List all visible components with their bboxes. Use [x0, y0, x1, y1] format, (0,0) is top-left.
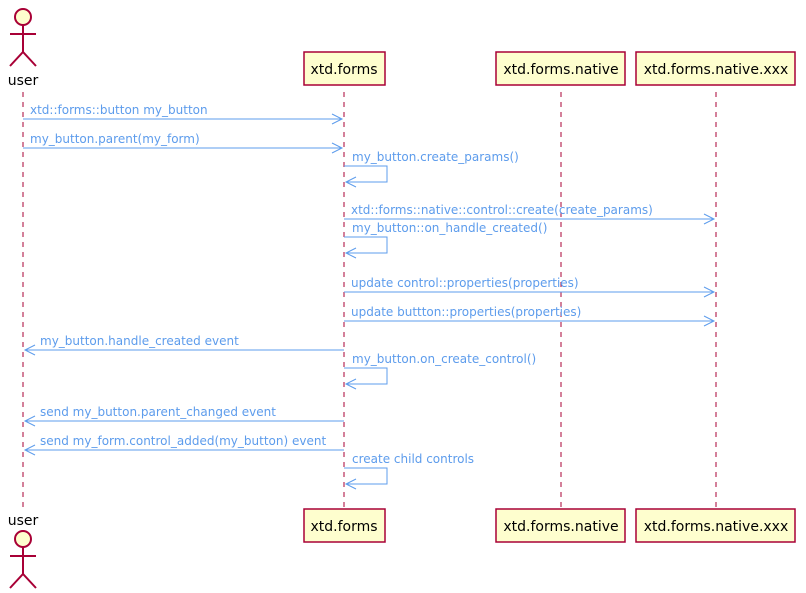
- actor-user-top: user: [8, 8, 39, 89]
- message-label: my_button.create_params(): [352, 150, 519, 164]
- actor-user-top-label: user: [8, 73, 39, 89]
- participant-xtd-forms-top: xtd.forms: [303, 51, 386, 86]
- message-label: my_button.on_create_control(): [352, 352, 536, 366]
- message-8: my_button.handle_created event: [23, 334, 344, 356]
- arrow-head-icon: [344, 378, 357, 390]
- message-11: send my_form.control_added(my_button) ev…: [23, 434, 344, 456]
- message-2: my_button.parent(my_form): [23, 132, 344, 154]
- message-label: xtd::forms::button my_button: [30, 103, 208, 117]
- participant-label: xtd.forms.native.xxx: [644, 519, 789, 535]
- participant-label: xtd.forms: [310, 62, 377, 78]
- arrow-head-icon: [331, 142, 344, 154]
- arrow-head-icon: [23, 444, 36, 456]
- message-7: update buttton::properties(properties): [344, 305, 716, 327]
- participant-xtd-forms-native-xxx-top: xtd.forms.native.xxx: [635, 51, 796, 86]
- message-self-arrow: [344, 236, 388, 254]
- arrow-head-icon: [703, 286, 716, 298]
- message-5: my_button::on_handle_created(): [344, 221, 547, 259]
- arrow-head-icon: [331, 113, 344, 125]
- message-12: create child controls: [344, 452, 474, 490]
- message-label: update control::properties(properties): [351, 276, 579, 290]
- participant-label: xtd.forms.native: [503, 62, 618, 78]
- arrow-head-icon: [344, 247, 357, 259]
- message-3: my_button.create_params(): [344, 150, 519, 188]
- actor-head-icon: [14, 530, 32, 548]
- participant-xtd-forms-native-top: xtd.forms.native: [495, 51, 626, 86]
- message-label: my_button.parent(my_form): [30, 132, 200, 146]
- arrow-head-icon: [23, 344, 36, 356]
- message-self-arrow: [344, 367, 388, 385]
- arrow-head-icon: [703, 315, 716, 327]
- message-4: xtd::forms::native::control::create(crea…: [344, 203, 716, 225]
- arrow-head-icon: [344, 478, 357, 490]
- message-label: my_button.handle_created event: [40, 334, 239, 348]
- participant-xtd-forms-native-bottom: xtd.forms.native: [495, 508, 626, 543]
- participant-xtd-forms-bottom: xtd.forms: [303, 508, 386, 543]
- message-10: send my_button.parent_changed event: [23, 405, 344, 427]
- participant-label: xtd.forms.native: [503, 519, 618, 535]
- message-self-arrow: [344, 165, 388, 183]
- message-label: create child controls: [352, 452, 474, 466]
- message-label: xtd::forms::native::control::create(crea…: [351, 203, 653, 217]
- message-label: update buttton::properties(properties): [351, 305, 581, 319]
- messages: xtd::forms::button my_buttonmy_button.pa…: [23, 103, 716, 490]
- arrow-head-icon: [344, 176, 357, 188]
- participant-xtd-forms-native-xxx-bottom: xtd.forms.native.xxx: [635, 508, 796, 543]
- message-self-arrow: [344, 467, 388, 485]
- message-label: send my_form.control_added(my_button) ev…: [40, 434, 326, 448]
- participant-label: xtd.forms: [310, 519, 377, 535]
- actor-user-bottom-label: user: [8, 513, 39, 529]
- message-9: my_button.on_create_control(): [344, 352, 536, 390]
- arrow-head-icon: [23, 415, 36, 427]
- arrow-head-icon: [703, 213, 716, 225]
- message-label: my_button::on_handle_created(): [352, 221, 547, 235]
- actor-user-bottom: user: [8, 513, 39, 589]
- message-6: update control::properties(properties): [344, 276, 716, 298]
- message-1: xtd::forms::button my_button: [23, 103, 344, 125]
- participant-label: xtd.forms.native.xxx: [644, 62, 789, 78]
- message-label: send my_button.parent_changed event: [40, 405, 276, 419]
- actor-head-icon: [14, 8, 32, 26]
